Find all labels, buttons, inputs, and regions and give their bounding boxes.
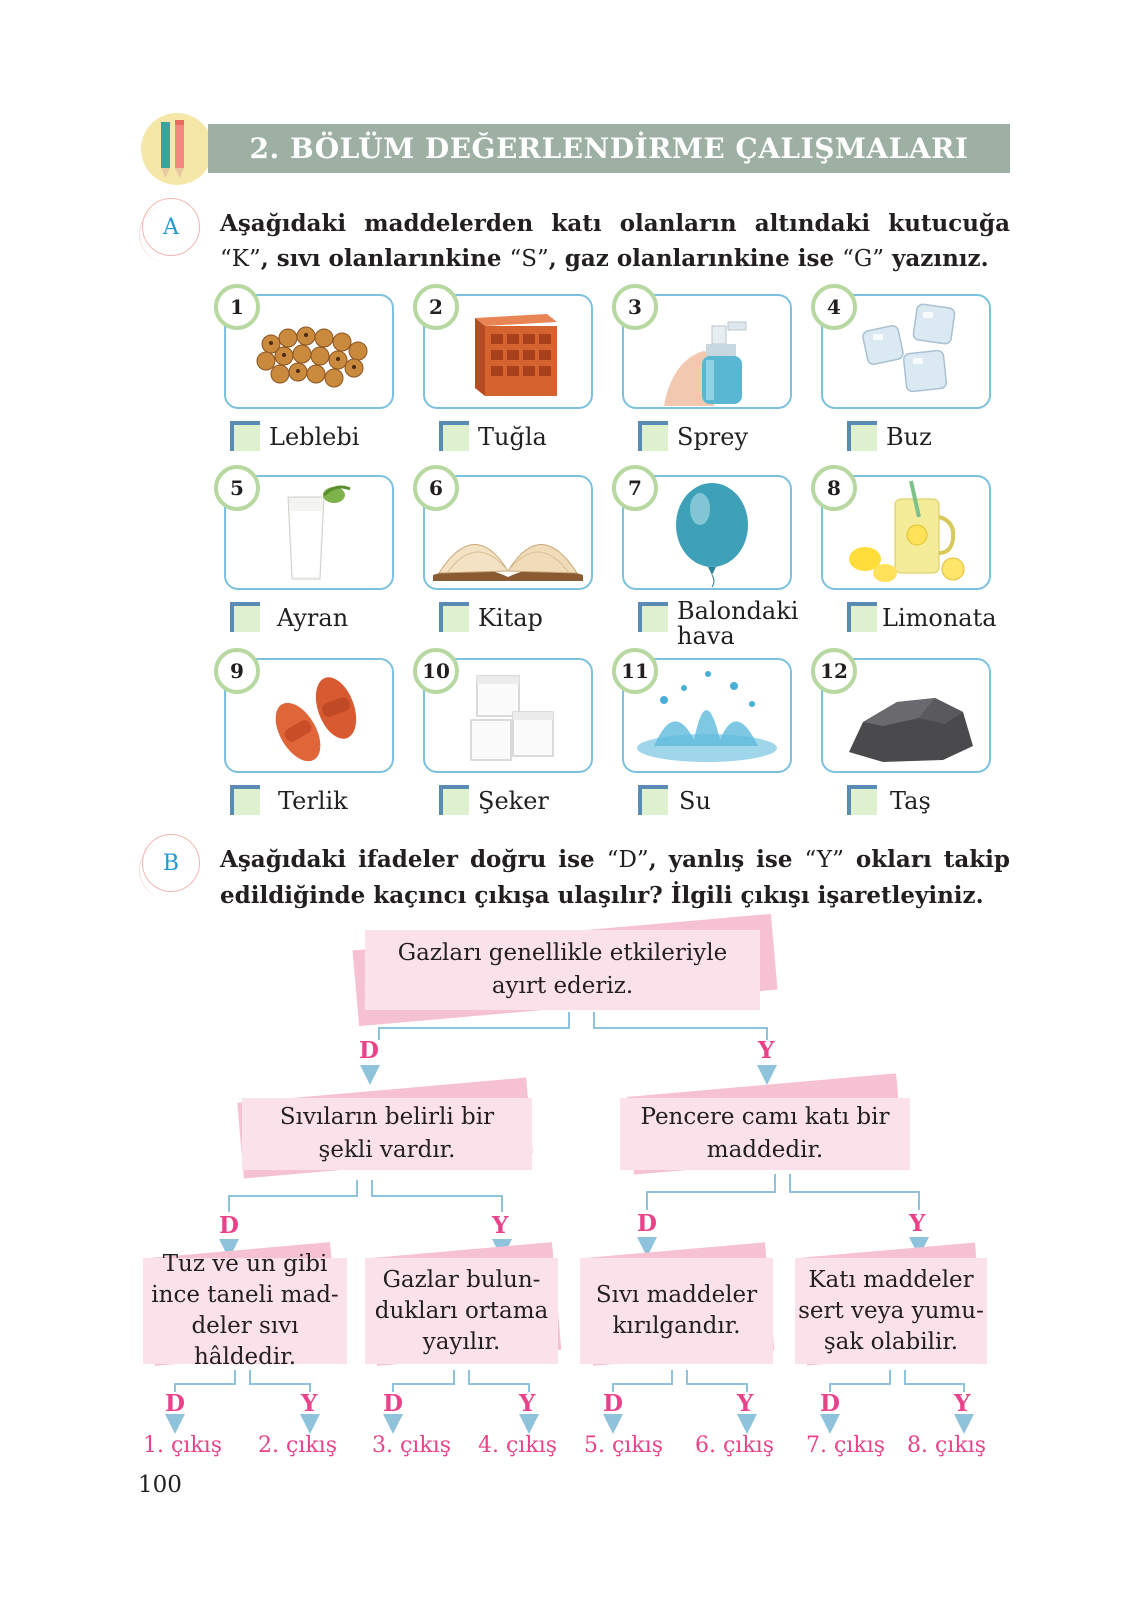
item-number-badge: 1 (214, 284, 260, 330)
item-card-10 (423, 658, 593, 773)
item-number-badge: 11 (612, 648, 658, 694)
stone-image (849, 698, 973, 762)
section-a-badge: A (139, 198, 200, 263)
spray-bottle-image (664, 321, 747, 406)
answer-box-10[interactable] (439, 785, 469, 815)
false-label: Y (519, 1390, 536, 1417)
item-number-badge: 8 (811, 465, 857, 511)
pencils-icon (161, 120, 184, 178)
true-label: D (820, 1390, 840, 1417)
answer-box-11[interactable] (638, 785, 668, 815)
answer-box-3[interactable] (638, 421, 668, 451)
item-number-badge: 12 (811, 648, 857, 694)
item-number-badge: 4 (811, 284, 857, 330)
item-number-badge: 2 (413, 284, 459, 330)
exit-6[interactable]: 6. çıkış (695, 1433, 774, 1458)
section-b-instruction: Aşağıdaki ifadeler doğru ise “D”, yanlış… (220, 846, 1010, 909)
brick-image (475, 314, 557, 396)
header-bar (208, 124, 1010, 173)
exit-2[interactable]: 2. çıkış (258, 1433, 337, 1458)
item-label: Buz (886, 423, 932, 451)
answer-box-8[interactable] (847, 602, 877, 632)
roasted-chickpeas-image (256, 326, 368, 388)
false-label: Y (492, 1212, 509, 1239)
item-label: Su (679, 787, 711, 815)
item-label: Tuğla (478, 423, 547, 451)
true-label: D (359, 1037, 379, 1064)
sugar-cubes-image (470, 675, 554, 761)
section-a-instruction: Aşağıdaki maddelerden katı olanların alt… (220, 210, 1010, 272)
true-label: D (603, 1390, 623, 1417)
item-label: Limonata (882, 604, 997, 632)
item-number-badge: 9 (214, 648, 260, 694)
exit-1[interactable]: 1. çıkış (143, 1433, 222, 1458)
item-label: Taş (890, 787, 931, 815)
exit-7[interactable]: 7. çıkış (806, 1433, 885, 1458)
answer-box-4[interactable] (847, 421, 877, 451)
true-label: D (219, 1212, 239, 1239)
item-number-badge: 6 (413, 465, 459, 511)
page-title: 2. BÖLÜM DEĞERLENDİRME ÇALIŞMALARI (249, 132, 969, 165)
statement-2b: Pencere camı katı bir maddedir. (620, 1098, 910, 1170)
answer-box-1[interactable] (230, 421, 260, 451)
true-label: D (165, 1390, 185, 1417)
answer-box-9[interactable] (230, 785, 260, 815)
lemonade-image (849, 480, 965, 582)
slippers-image (275, 677, 357, 762)
false-label: Y (909, 1210, 926, 1237)
open-book-image (433, 544, 583, 581)
item-label: Ayran (277, 604, 349, 632)
item-label: Leblebi (269, 423, 360, 451)
ayran-glass-image (287, 485, 351, 580)
item-label: Kitap (478, 604, 543, 632)
section-b-badge: B (139, 834, 200, 899)
item-number-badge: 3 (612, 284, 658, 330)
page-number: 100 (138, 1472, 182, 1498)
answer-box-7[interactable] (638, 602, 668, 632)
true-label: D (383, 1390, 403, 1417)
exit-4[interactable]: 4. çıkış (478, 1433, 557, 1458)
statement-root: Gazları genellikle etkileriyle ayırt ede… (365, 930, 760, 1010)
answer-box-2[interactable] (439, 421, 469, 451)
false-label: Y (954, 1390, 971, 1417)
item-number-badge: 5 (214, 465, 260, 511)
true-label: D (637, 1210, 657, 1237)
ice-cubes-image (862, 303, 956, 393)
false-label: Y (301, 1390, 318, 1417)
exit-3[interactable]: 3. çıkış (372, 1433, 451, 1458)
answer-box-5[interactable] (230, 602, 260, 632)
item-label: Sprey (677, 423, 749, 451)
false-label: Y (758, 1037, 775, 1064)
item-number-badge: 7 (612, 465, 658, 511)
exit-5[interactable]: 5. çıkış (584, 1433, 663, 1458)
water-splash-image (637, 671, 777, 762)
answer-box-12[interactable] (847, 785, 877, 815)
item-label: Şeker (478, 787, 549, 815)
false-label: Y (737, 1390, 754, 1417)
item-label: Terlik (278, 787, 348, 815)
item-number-badge: 10 (413, 648, 459, 694)
balloon-image (676, 483, 748, 588)
item-label: Balondaki hava (677, 597, 799, 650)
statement-2a: Sıvıların belirli bir şekli vardır. (242, 1098, 532, 1170)
item-card-6 (423, 475, 593, 590)
answer-box-6[interactable] (439, 602, 469, 632)
exit-8[interactable]: 8. çıkış (907, 1433, 986, 1458)
